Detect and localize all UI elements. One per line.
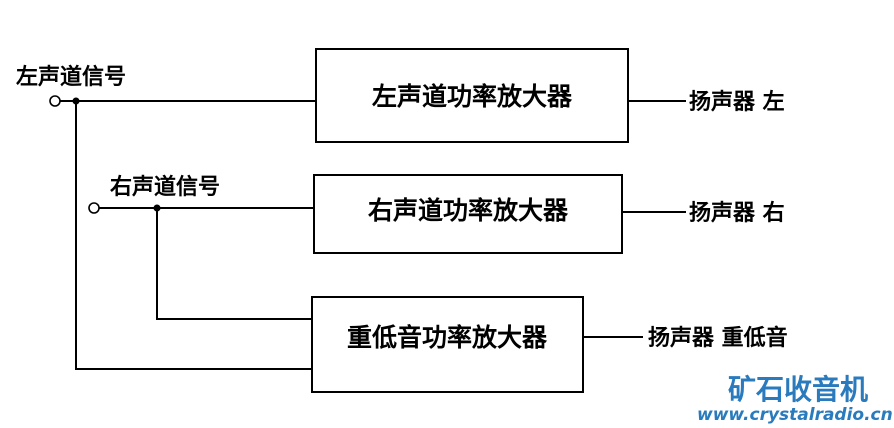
- right-to-sub-wire: [156, 208, 312, 320]
- right-speaker-label: 扬声器 右: [689, 201, 785, 226]
- right-input-terminal: [88, 202, 100, 214]
- sub-amplifier-label: 重低音功率放大器: [347, 323, 548, 352]
- right-amplifier-box: [313, 174, 623, 254]
- left-amplifier-box: [315, 48, 629, 143]
- right-signal-label: 右声道信号: [110, 174, 220, 200]
- left-junction-dot: [72, 97, 80, 105]
- right-junction-dot: [153, 204, 161, 212]
- left-speaker-label: 扬声器 左: [689, 89, 785, 115]
- left-amplifier-label: 左声道功率放大器: [372, 82, 573, 111]
- sub-amplifier-box: [311, 296, 584, 393]
- left-input-terminal: [49, 95, 61, 107]
- watermark-title: 矿石收音机: [728, 373, 868, 406]
- sub-speaker-label: 扬声器 重低音: [648, 325, 788, 351]
- left-signal-label: 左声道信号: [16, 64, 126, 90]
- right-amplifier-label: 右声道功率放大器: [368, 196, 569, 225]
- left-to-sub-wire: [75, 101, 312, 370]
- watermark-url: www.crystalradio.cn: [697, 405, 893, 425]
